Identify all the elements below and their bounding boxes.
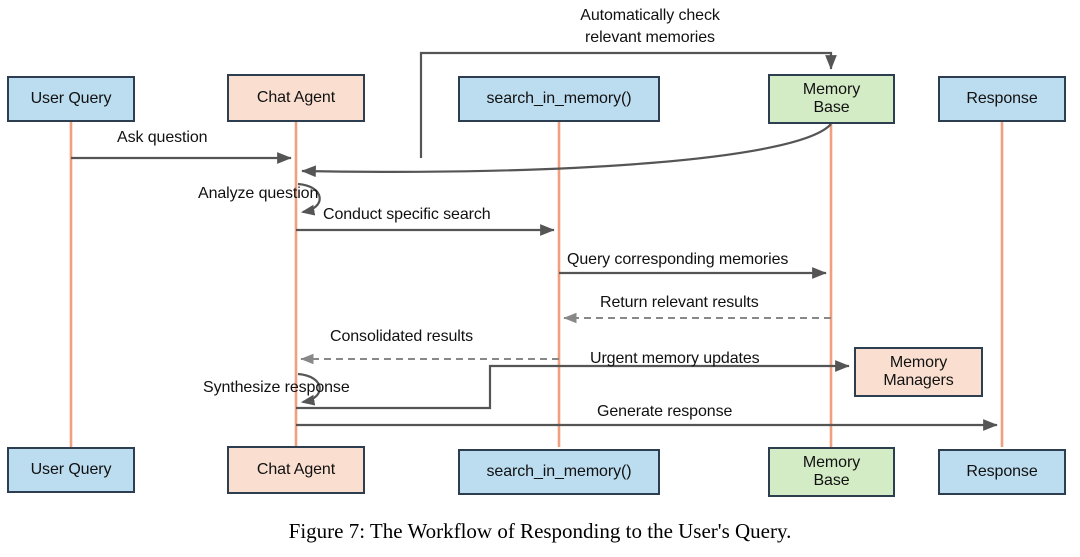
participant-box-search-in-memory-top[interactable]: search_in_memory() bbox=[458, 76, 660, 122]
message-label-urgent-memory-updates: Urgent memory updates bbox=[590, 350, 760, 367]
arrow-auto-check bbox=[419, 51, 837, 158]
participant-box-user-query-bottom[interactable]: User Query bbox=[7, 447, 135, 493]
message-label-query-memories: Query corresponding memories bbox=[567, 251, 789, 268]
message-label-synthesize-response: Synthesize response bbox=[203, 379, 350, 396]
node-label-line1: Memory bbox=[889, 354, 948, 372]
figure-caption: Figure 7: The Workflow of Responding to … bbox=[288, 519, 792, 543]
participant-box-response-top[interactable]: Response bbox=[938, 76, 1066, 122]
message-label-line1: Automatically check bbox=[580, 7, 720, 24]
message-label-return-results: Return relevant results bbox=[600, 294, 759, 311]
participant-label: Chat Agent bbox=[256, 89, 336, 107]
participant-label: User Query bbox=[30, 461, 112, 479]
participant-label-line1: Memory bbox=[802, 454, 861, 472]
participant-box-memory-base-bottom[interactable]: Memory Base bbox=[768, 447, 895, 497]
message-label-line2: relevant memories bbox=[585, 28, 715, 46]
participant-label: search_in_memory() bbox=[486, 463, 632, 481]
participant-label: User Query bbox=[30, 90, 112, 108]
arrow-analyze-question bbox=[297, 182, 321, 216]
message-arrows bbox=[71, 51, 998, 431]
participant-box-search-in-memory-bottom[interactable]: search_in_memory() bbox=[458, 449, 660, 495]
message-label-auto-check: Automatically check relevant memories bbox=[505, 5, 795, 48]
lifelines bbox=[69, 122, 1004, 447]
arrow-synthesize-response bbox=[297, 372, 321, 406]
node-box-memory-managers[interactable]: Memory Managers bbox=[854, 347, 983, 397]
participant-box-memory-base-top[interactable]: Memory Base bbox=[768, 74, 895, 124]
node-label-line2: Managers bbox=[883, 372, 954, 389]
participant-box-chat-agent-top[interactable]: Chat Agent bbox=[227, 74, 365, 122]
participant-label-line2: Base bbox=[813, 472, 850, 489]
participant-label-line2: Base bbox=[813, 99, 850, 116]
participant-box-response-bottom[interactable]: Response bbox=[938, 449, 1066, 495]
message-label-generate-response: Generate response bbox=[597, 403, 733, 420]
message-label-ask-question: Ask question bbox=[117, 129, 208, 146]
arrow-memory-base-return bbox=[301, 123, 832, 178]
participant-label: Chat Agent bbox=[256, 461, 336, 479]
message-label-conduct-search: Conduct specific search bbox=[323, 206, 491, 223]
message-label-consolidated-results: Consolidated results bbox=[330, 328, 473, 345]
participant-label: Response bbox=[966, 463, 1038, 481]
participant-label: search_in_memory() bbox=[486, 90, 632, 108]
participant-label: Response bbox=[966, 90, 1038, 108]
participant-box-chat-agent-bottom[interactable]: Chat Agent bbox=[227, 446, 365, 494]
participant-box-user-query-top[interactable]: User Query bbox=[7, 76, 135, 122]
participant-label-line1: Memory bbox=[802, 81, 861, 99]
arrow-urgent-memory-updates bbox=[296, 360, 850, 410]
message-label-analyze-question: Analyze question bbox=[198, 185, 319, 202]
